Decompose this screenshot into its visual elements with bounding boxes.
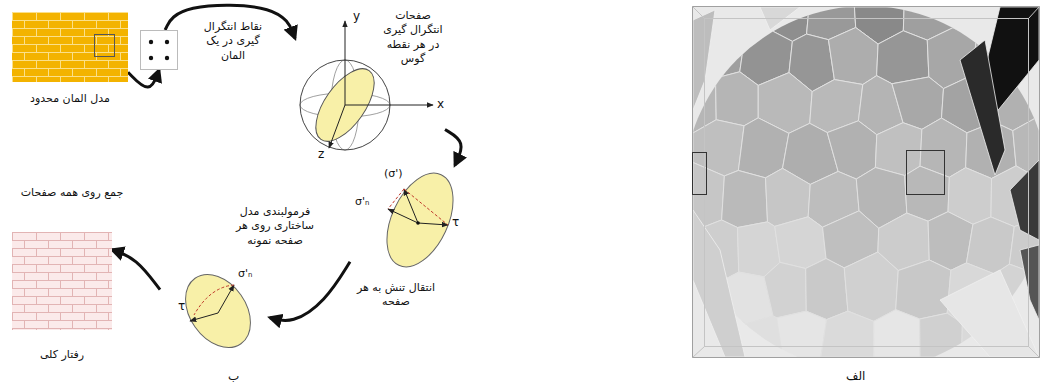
panel-label: الف xyxy=(846,370,865,383)
stress-symbol: σ'ₙ xyxy=(238,268,252,280)
node-caption: مدل المان محدود xyxy=(12,92,128,106)
node-caption: فرمولبندی مدل ساختاری روی هر صفحه نمونه xyxy=(234,205,316,248)
sum-note: جمع روی همه صفحات xyxy=(14,186,130,200)
axis-label: x xyxy=(437,98,444,111)
yield-curve xyxy=(194,285,234,315)
crack-shard xyxy=(1010,160,1039,240)
node-caption: نقاط انتگرال گیری در یک المان xyxy=(202,20,264,63)
gauss-point xyxy=(149,40,153,44)
grain-cell xyxy=(764,262,806,318)
grain-cell xyxy=(716,72,759,126)
vector-line xyxy=(388,209,418,223)
grain-cell xyxy=(828,28,878,85)
gauss-point xyxy=(165,56,169,60)
grain-cell xyxy=(896,260,951,319)
node-caption: انتقال تنش به هر صفحه xyxy=(350,281,442,310)
node-caption: صفحات انتگرال گیری در هر نقطه گوس xyxy=(378,9,448,66)
grain-cell xyxy=(905,166,950,221)
grain-cell xyxy=(877,31,929,84)
point-p xyxy=(416,221,420,225)
gauss-point xyxy=(149,56,153,60)
grain-cell xyxy=(709,7,763,34)
node-shape xyxy=(12,232,112,330)
global-behaviour: رفتار کلیجمع روی همه صفحات xyxy=(12,232,112,330)
flow-arrow xyxy=(445,130,461,165)
axis-line xyxy=(345,21,346,105)
node-shape xyxy=(140,30,178,70)
axis-line xyxy=(329,105,345,148)
node-shape xyxy=(160,265,270,350)
axis-line xyxy=(345,105,433,106)
crack-shard xyxy=(693,210,745,357)
grain-cell xyxy=(874,310,920,357)
grain-cell xyxy=(821,311,874,357)
stress-symbol: σ'ₙ xyxy=(355,196,369,208)
stress-symbol: (σ') xyxy=(384,168,403,180)
vector-line xyxy=(218,285,234,313)
grain-cell xyxy=(827,121,877,179)
element-box xyxy=(141,31,178,70)
crack-shard xyxy=(940,270,1039,357)
projection-line xyxy=(404,189,448,225)
axis-label: y xyxy=(353,10,360,23)
stress-plane xyxy=(373,163,466,277)
sample-plane xyxy=(172,262,264,360)
flow-arrow xyxy=(128,70,159,87)
crack-shard xyxy=(960,40,1005,175)
vector-line xyxy=(418,223,448,225)
axis-label: z xyxy=(318,148,324,161)
gauss-point xyxy=(165,40,169,44)
grain-cell xyxy=(920,313,963,357)
grain-cell xyxy=(775,217,826,269)
stress-symbol: τ xyxy=(452,216,459,229)
node-shape xyxy=(295,15,445,160)
stress-symbol: τ xyxy=(178,300,185,313)
grain-cell xyxy=(777,311,827,357)
flow-arrow xyxy=(112,250,160,290)
constitutive-plane: فرمولبندی مدل ساختاری روی هر صفحه نمونه xyxy=(160,265,270,350)
grain-cell xyxy=(806,259,848,320)
node-caption: رفتار کلی xyxy=(12,348,112,362)
grain-cell xyxy=(844,252,898,321)
gauss-points-box: نقاط انتگرال گیری در یک المان xyxy=(140,30,178,70)
integration-sphere: صفحات انتگرال گیری در هر نقطه گوس xyxy=(295,15,445,160)
fe-model: مدل المان محدود xyxy=(12,12,128,82)
element-outline xyxy=(95,35,115,57)
grain-cell xyxy=(722,170,768,227)
projection-line xyxy=(388,189,404,209)
panel-label: ب xyxy=(228,370,239,383)
fe-mesh xyxy=(12,12,128,82)
grain-cell xyxy=(875,123,922,176)
node-shape xyxy=(12,12,128,82)
crack-shard xyxy=(1020,245,1039,320)
global-mesh xyxy=(12,232,112,330)
flow-arrow xyxy=(270,262,350,321)
